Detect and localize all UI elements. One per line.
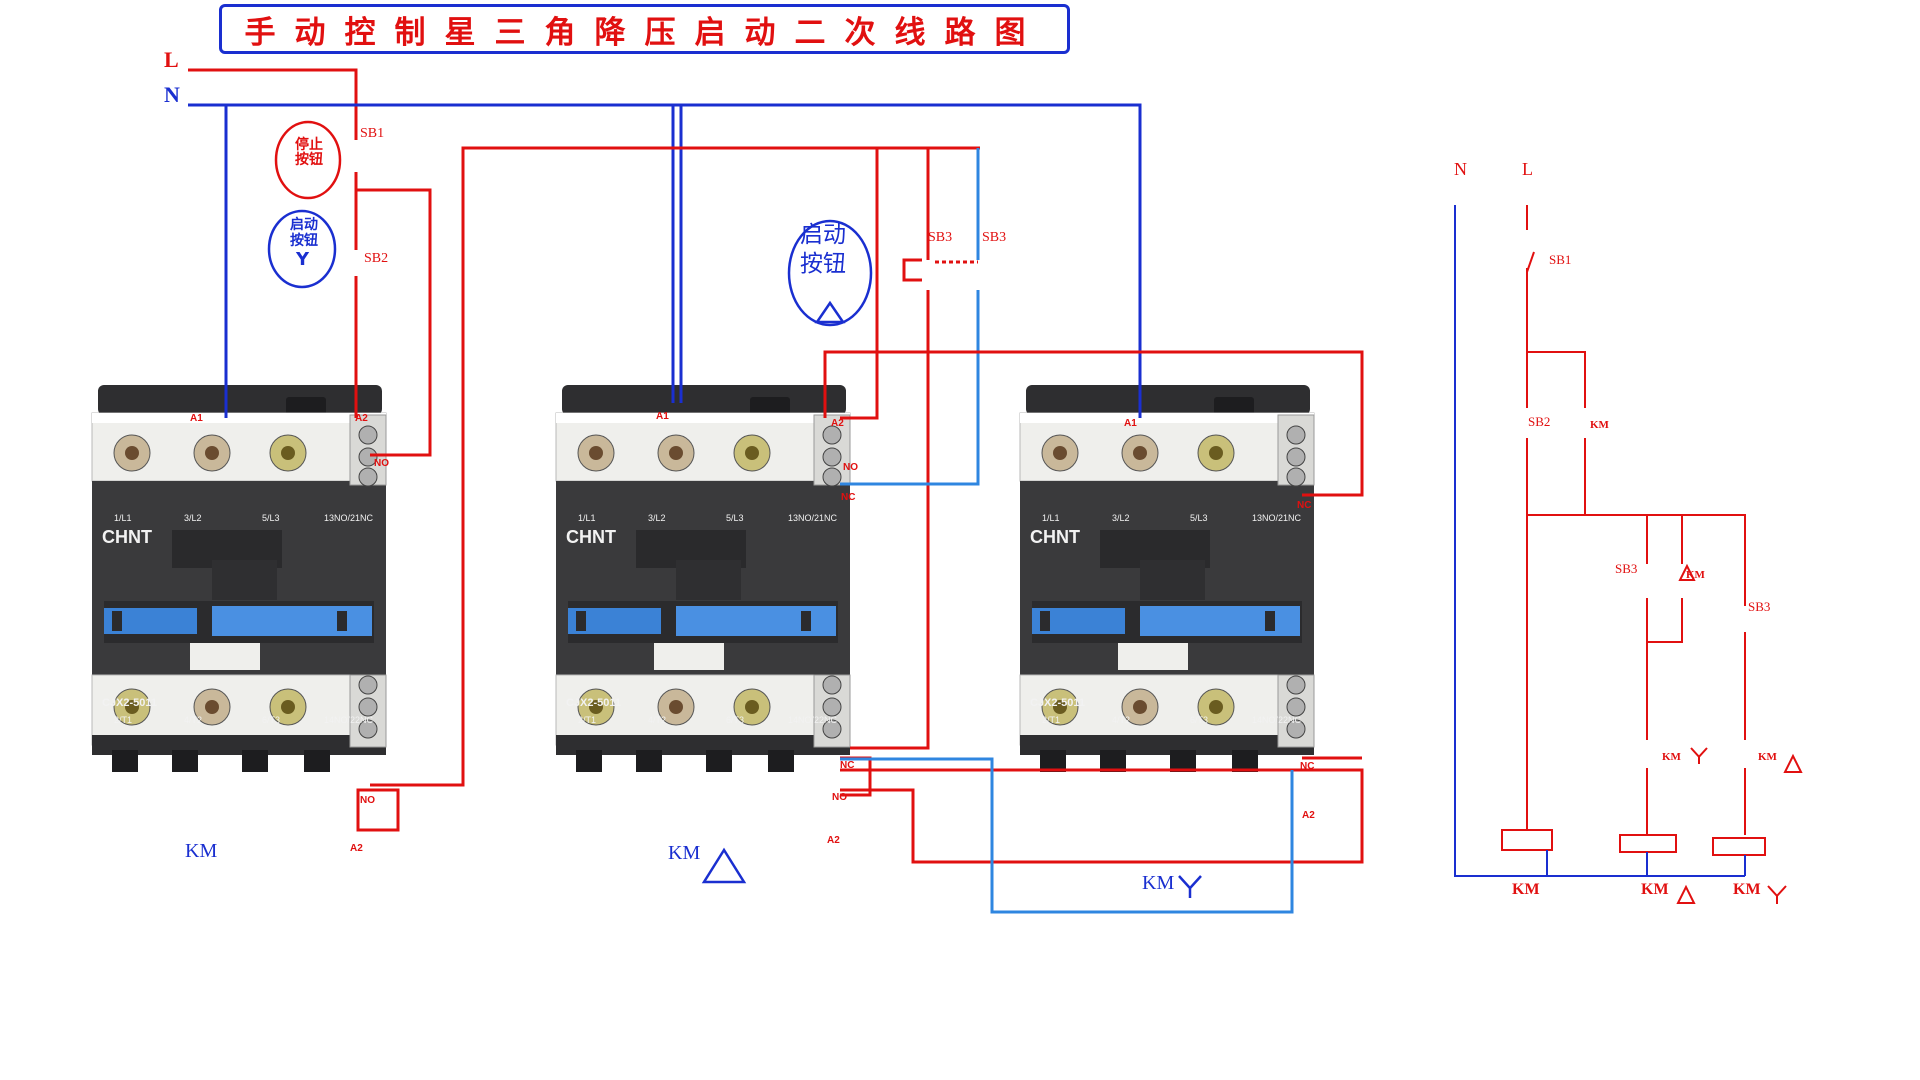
terminal-a1-label: A1	[1124, 418, 1137, 429]
contactor-km-delta	[555, 384, 851, 773]
stop-button-marker	[274, 120, 342, 200]
brand-logo: CHNT	[566, 527, 616, 547]
start-delta-button-marker	[787, 219, 873, 327]
terminal-code-label: 3/L2	[648, 513, 666, 523]
sb1-label: SB1	[360, 126, 385, 141]
terminal-code-label: 2/T1	[114, 715, 133, 725]
sch-sb2: SB2	[1528, 414, 1551, 429]
stop-button-label: 停止按钮	[295, 137, 323, 169]
sch-km-y-interlock: KM	[1662, 751, 1681, 763]
model-label: CJX2-5011	[1030, 697, 1086, 709]
terminal-a2-label: A2	[831, 418, 844, 429]
km-y-name: KM	[1142, 872, 1175, 894]
terminal-code-label: 4/T2	[1112, 715, 1131, 725]
ladder-schematic	[1454, 205, 1766, 877]
terminal-a2-label: A2	[355, 413, 368, 424]
terminal-no-label: NO	[360, 795, 375, 806]
terminal-code-label: 1/L1	[1042, 513, 1060, 523]
terminal-code-label: 1/L1	[114, 513, 132, 523]
model-label: CJX2-5011	[102, 697, 158, 709]
line-l-label: L	[164, 47, 179, 72]
start-delta-button-label-1: 启动	[800, 222, 846, 248]
sch-coil-y: KM	[1733, 881, 1761, 898]
delta-symbol	[1783, 753, 1803, 773]
terminal-code-label: 3/L2	[1112, 513, 1130, 523]
delta-symbol	[1676, 884, 1696, 904]
start-y-button-label-3: Y	[296, 249, 310, 270]
y-symbol	[1767, 885, 1787, 904]
sb3-label-a: SB3	[928, 230, 953, 245]
terminal-code-label: 3/L2	[184, 513, 202, 523]
terminal-code-label: 1/L1	[578, 513, 596, 523]
terminal-nc-label: NC	[1297, 500, 1312, 511]
contactor-km-y	[1019, 384, 1315, 773]
terminal-a1-label: A1	[656, 411, 669, 422]
sch-km: KM	[1590, 419, 1609, 431]
wires	[188, 68, 1364, 914]
terminal-code-label: 14NO/22NC	[788, 715, 838, 725]
terminal-code-label: 14NO/22NC	[1252, 715, 1302, 725]
y-symbol	[1690, 747, 1708, 764]
line-n-label: N	[164, 82, 180, 107]
terminal-no-label: NO	[843, 462, 858, 473]
terminal-code-label: 2/T1	[578, 715, 597, 725]
delta-symbol	[701, 847, 747, 884]
diagram-title: 手动控制星三角降压启动二次线路图	[244, 14, 1045, 51]
terminal-code-label: 13NO/21NC	[324, 513, 374, 523]
sch-coil-km: KM	[1512, 881, 1540, 898]
sch-sb1: SB1	[1549, 252, 1572, 267]
sb3-label-b: SB3	[982, 230, 1007, 245]
terminal-nc-label: NC	[841, 492, 856, 503]
sch-sb3-a: SB3	[1615, 561, 1638, 576]
sch-km-delta: KM	[1686, 569, 1705, 581]
start-y-button-label-1: 启动	[290, 217, 318, 233]
start-delta-button-label-2: 按钮	[800, 251, 846, 277]
terminal-a2-label: A2	[350, 843, 363, 854]
sch-n: N	[1454, 159, 1467, 179]
sch-sb3-b: SB3	[1748, 599, 1771, 614]
terminal-code-label: 5/L3	[726, 513, 744, 523]
terminal-code-label: 13NO/21NC	[1252, 513, 1302, 523]
start-y-button-marker	[267, 209, 337, 289]
terminal-code-label: 2/T1	[1042, 715, 1061, 725]
terminal-a2-label: A2	[1302, 810, 1315, 821]
brand-logo: CHNT	[1030, 527, 1080, 547]
sch-coil-delta: KM	[1641, 881, 1669, 898]
model-label: CJX2-5011	[566, 697, 622, 709]
brand-logo: CHNT	[102, 527, 152, 547]
delta-symbol	[1678, 563, 1696, 581]
terminal-no-label: NO	[374, 458, 389, 469]
terminal-code-label: 6/T3	[1190, 715, 1209, 725]
km-name: KM	[185, 840, 218, 862]
contactor-km	[91, 384, 387, 773]
terminal-no-label: NO	[832, 792, 847, 803]
terminal-code-label: 5/L3	[262, 513, 280, 523]
km-delta-name: KM	[668, 842, 701, 864]
y-symbol	[1178, 875, 1202, 898]
terminal-code-label: 5/L3	[1190, 513, 1208, 523]
sch-km-delta-interlock: KM	[1758, 751, 1777, 763]
terminal-code-label: 4/T2	[184, 715, 203, 725]
terminal-a1-label: A1	[190, 413, 203, 424]
sb2-label: SB2	[364, 251, 389, 266]
terminal-code-label: 14NO/22NC	[324, 715, 374, 725]
terminal-nc-label: NC	[1300, 761, 1315, 772]
terminal-code-label: 6/T3	[726, 715, 745, 725]
start-y-button-label-2: 按钮	[290, 233, 318, 249]
sch-l: L	[1522, 159, 1533, 179]
title-box: 手动控制星三角降压启动二次线路图	[219, 4, 1070, 54]
terminal-code-label: 4/T2	[648, 715, 667, 725]
terminal-nc-label: NC	[840, 760, 855, 771]
terminal-a2-label: A2	[827, 835, 840, 846]
terminal-code-label: 13NO/21NC	[788, 513, 838, 523]
terminal-code-label: 6/T3	[262, 715, 281, 725]
